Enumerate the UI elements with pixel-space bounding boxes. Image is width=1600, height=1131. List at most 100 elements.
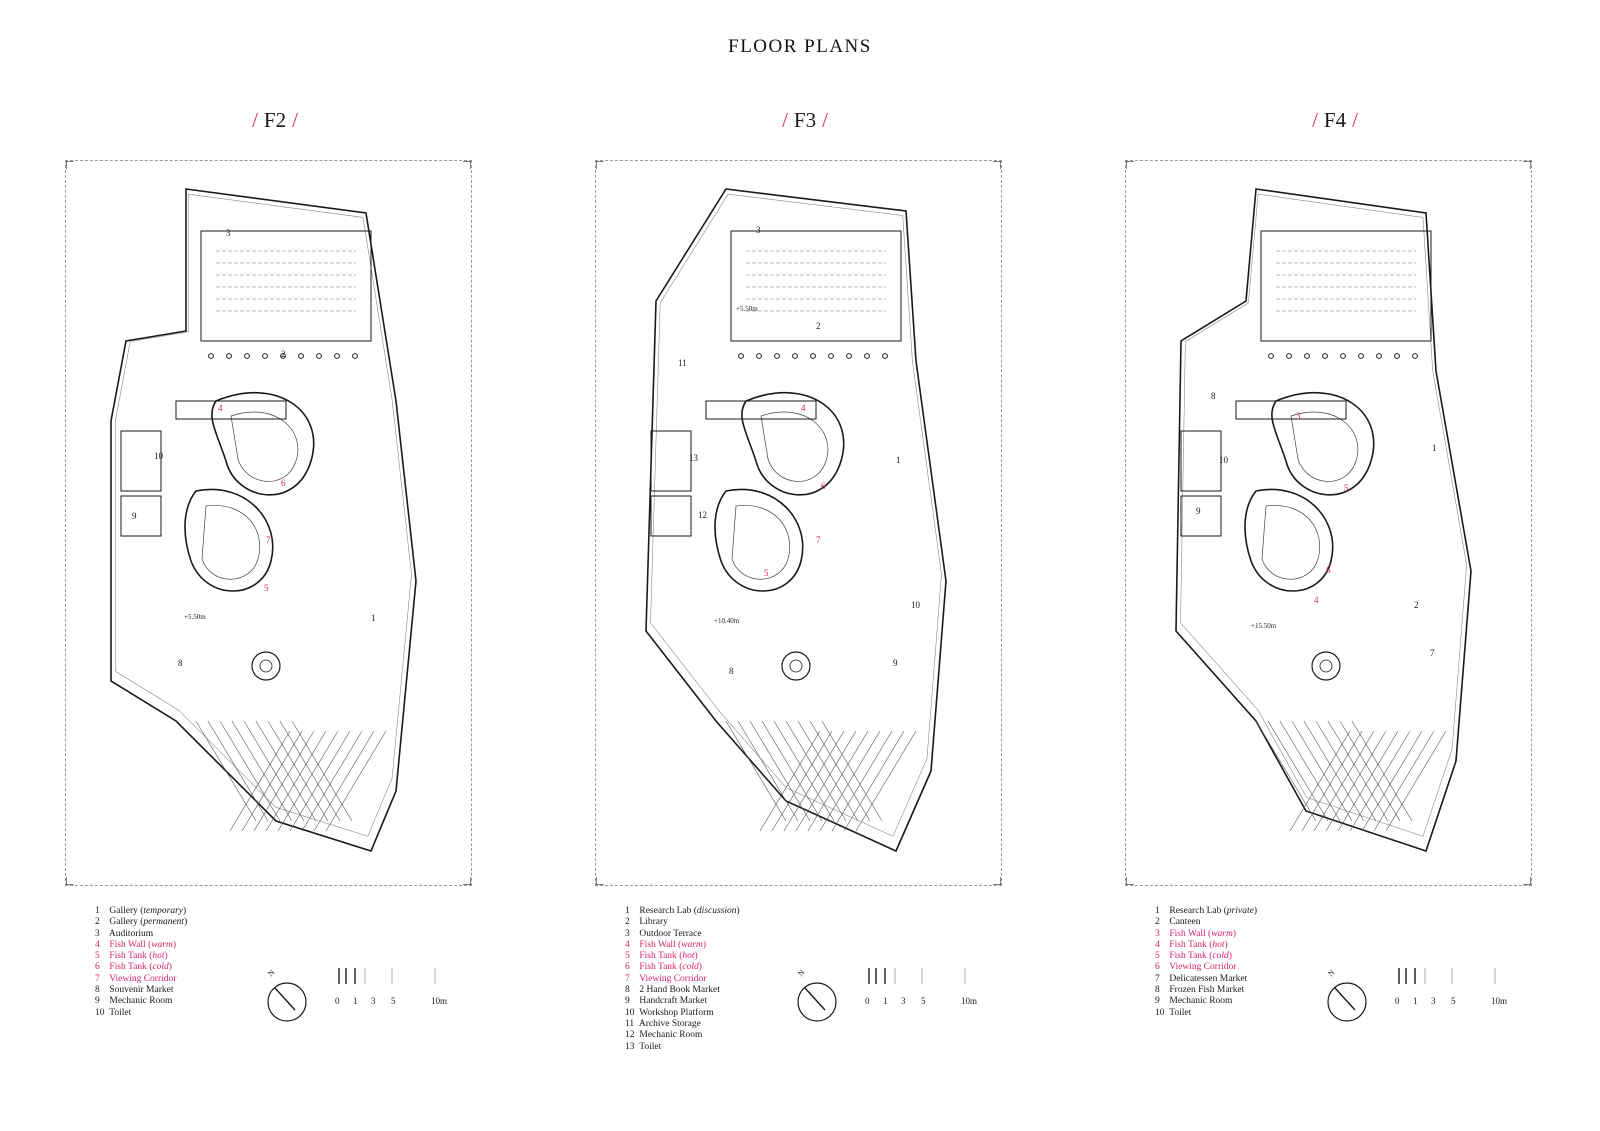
north-label: N <box>266 968 277 979</box>
facade-line <box>1315 720 1377 822</box>
legend-note: cold <box>1212 951 1229 962</box>
column <box>1286 353 1292 359</box>
room-number: 7 <box>266 535 271 545</box>
room-number: 13 <box>689 453 699 463</box>
floor-label: F2 <box>263 108 287 132</box>
facade-line <box>1351 720 1413 822</box>
legend-number: 2 <box>625 917 630 928</box>
north-label: N <box>796 968 807 979</box>
legend-note: permanent <box>143 917 185 928</box>
facade-line <box>195 720 257 822</box>
north-circle <box>267 982 307 1022</box>
level-mark: +10.40m <box>714 617 740 625</box>
scale-label: 3 <box>371 996 376 1006</box>
legend-number: 6 <box>1155 962 1160 973</box>
legend-number: 3 <box>1155 928 1160 939</box>
fish-wall <box>175 400 287 420</box>
column <box>352 353 358 359</box>
tank-outline <box>1271 391 1375 496</box>
north-needle <box>1334 987 1356 1011</box>
column <box>262 353 268 359</box>
north-arrow-icon: N <box>796 968 837 1022</box>
room-number: 1 <box>896 455 901 465</box>
room-number: 8 <box>729 666 734 676</box>
facade-grid <box>725 720 917 832</box>
inner-outline <box>650 193 942 837</box>
north-arrow-icon: N <box>1326 968 1367 1022</box>
scale-label: 3 <box>901 996 906 1006</box>
column <box>864 353 870 359</box>
room-number: 9 <box>893 658 898 668</box>
legend-item: 10 Workshop Platform <box>625 1008 815 1019</box>
legend-item: 2 Canteen <box>1155 917 1345 928</box>
legend-number: 8 <box>1155 985 1160 996</box>
scale-bar <box>1398 968 1496 984</box>
room-number: 7 <box>1430 648 1435 658</box>
legend-text: Frozen Fish Market <box>1167 985 1245 996</box>
column <box>1340 353 1346 359</box>
facade-line <box>795 730 857 832</box>
hall-block <box>730 230 902 342</box>
legend-number: 10 <box>1155 1007 1165 1018</box>
legend-number: 5 <box>1155 951 1160 962</box>
column <box>298 353 304 359</box>
legend-number: 1 <box>95 906 100 916</box>
legend-item: 10 Toilet <box>95 1008 285 1019</box>
service-core <box>120 430 162 492</box>
facade-line <box>737 720 799 822</box>
facade-line <box>207 720 269 822</box>
legend-text: Canteen <box>1167 917 1201 928</box>
legend-text: Delicatessen Market <box>1167 973 1248 984</box>
room-number: 10 <box>911 600 921 610</box>
legend-number: 3 <box>625 928 630 939</box>
scale-label: 1 <box>1413 996 1418 1006</box>
legend-text: Research Lab <box>637 906 692 916</box>
building-outline <box>645 188 947 853</box>
legend-note: hot <box>152 951 165 962</box>
legend-item: 5 Fish Tank (hot) <box>625 951 698 962</box>
legend-text: Viewing Corridor <box>107 973 177 984</box>
legend-text: Research Lab <box>1167 906 1222 916</box>
column <box>280 353 286 359</box>
legend-text: Fish Wall <box>107 939 146 950</box>
column <box>1376 353 1382 359</box>
legend-text: Auditorium <box>107 928 154 939</box>
facade-line <box>785 720 847 822</box>
legend-number: 1 <box>1155 906 1160 916</box>
legend-note: hot <box>1212 939 1225 950</box>
column <box>810 353 816 359</box>
floor-label: F3 <box>793 108 817 132</box>
facade-line <box>807 730 869 832</box>
room-number: 8 <box>178 658 183 668</box>
legend-number: 7 <box>95 973 100 984</box>
tank-contour <box>201 505 260 580</box>
facade-line <box>783 730 845 832</box>
tank-contour <box>1261 505 1320 580</box>
legend-item: 4 Fish Wall (warm) <box>95 939 177 950</box>
legend-item: 10 Toilet <box>1155 1008 1345 1019</box>
legend-note: warm <box>1211 928 1233 939</box>
legend-number: 10 <box>95 1007 105 1018</box>
tank-contour <box>230 411 299 482</box>
fish-tanks <box>184 391 315 592</box>
column <box>208 353 214 359</box>
legend-item: 8 2 Hand Book Market <box>625 985 815 996</box>
legend-item: 6 Fish Tank (cold) <box>95 962 172 973</box>
spiral-core <box>789 659 803 673</box>
legend-number: 1 <box>625 906 630 916</box>
legend-item: 3 Outdoor Terrace <box>625 929 815 940</box>
legend-number: 4 <box>95 939 100 950</box>
tank-contour <box>731 505 790 580</box>
legend-number: 9 <box>95 996 100 1007</box>
tank-outline <box>184 488 274 592</box>
column <box>1268 353 1274 359</box>
scale-label: 0 <box>335 996 340 1006</box>
title-slash: / <box>1352 108 1358 132</box>
legend-text: Fish Tank <box>107 951 147 962</box>
